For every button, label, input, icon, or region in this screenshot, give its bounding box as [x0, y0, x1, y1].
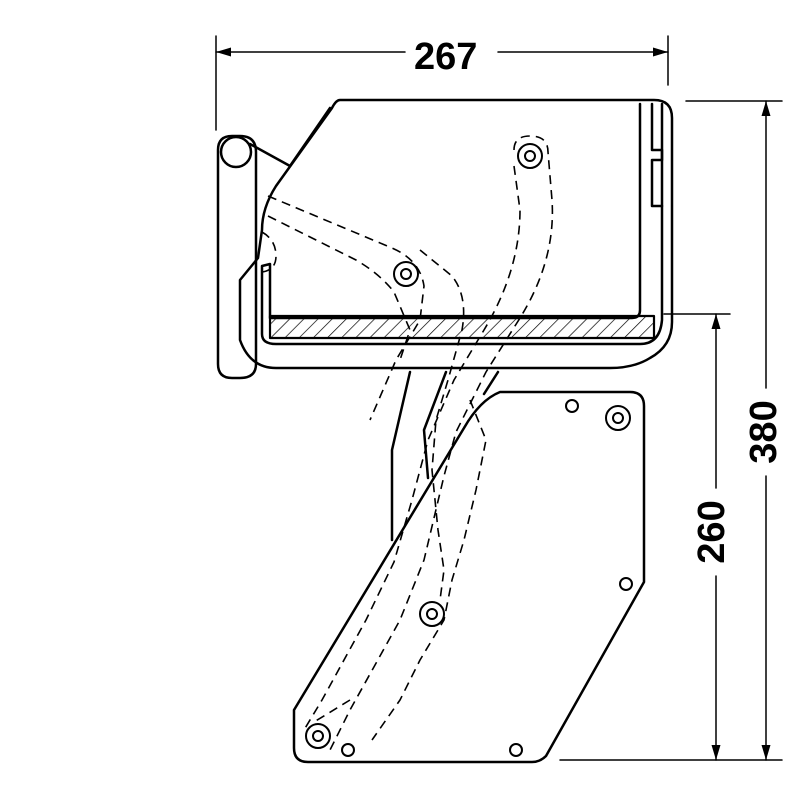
- basket-pivot-lower: [393, 261, 419, 287]
- arm-left-solid: [390, 370, 412, 542]
- hidden-arm-link-d: [371, 399, 487, 741]
- arm-middle-solid: [422, 370, 448, 480]
- door-pivot: [219, 135, 253, 169]
- hidden-arm-link-e: [261, 231, 277, 273]
- basket-pivot-upper-inner: [524, 150, 536, 162]
- mounting-plate: [292, 390, 646, 764]
- basket-right-notches: [650, 102, 664, 208]
- hidden-arm-upper-outer: [329, 135, 554, 751]
- basket-pivot-upper: [517, 143, 543, 169]
- hidden-arm-link-c: [419, 249, 465, 601]
- front-door: [216, 134, 258, 380]
- arm-right-solid: [482, 370, 500, 396]
- plate-pivot-bottom-inner: [312, 730, 324, 742]
- hidden-arm-link-f: [313, 699, 351, 723]
- plate-pivot-middle: [419, 601, 445, 627]
- hidden-arm-lower-a: [267, 195, 425, 421]
- lower-height-dimension-label: 260: [691, 500, 733, 564]
- door-link: [248, 106, 332, 168]
- total-height-dimension-label: 380: [743, 400, 785, 464]
- basket-outline: [238, 98, 674, 370]
- plate-screw-bottom-left: [341, 743, 355, 757]
- basket-pivot-lower-inner: [400, 268, 412, 280]
- plate-screw-bottom-right: [509, 743, 523, 757]
- hidden-arm-lower-b: [267, 215, 411, 361]
- plate-pivot-bottom: [305, 723, 331, 749]
- basket-inner-frame: [260, 102, 664, 346]
- plate-screw-top-right-inner: [612, 412, 624, 424]
- plate-screw-top-left: [565, 399, 579, 413]
- plate-screw-top-right: [605, 405, 631, 431]
- plate-screw-right: [619, 577, 633, 591]
- plate-pivot-middle-inner: [426, 608, 438, 620]
- width-dimension-label: 267: [414, 36, 478, 78]
- hidden-arm-upper-inner: [303, 165, 521, 731]
